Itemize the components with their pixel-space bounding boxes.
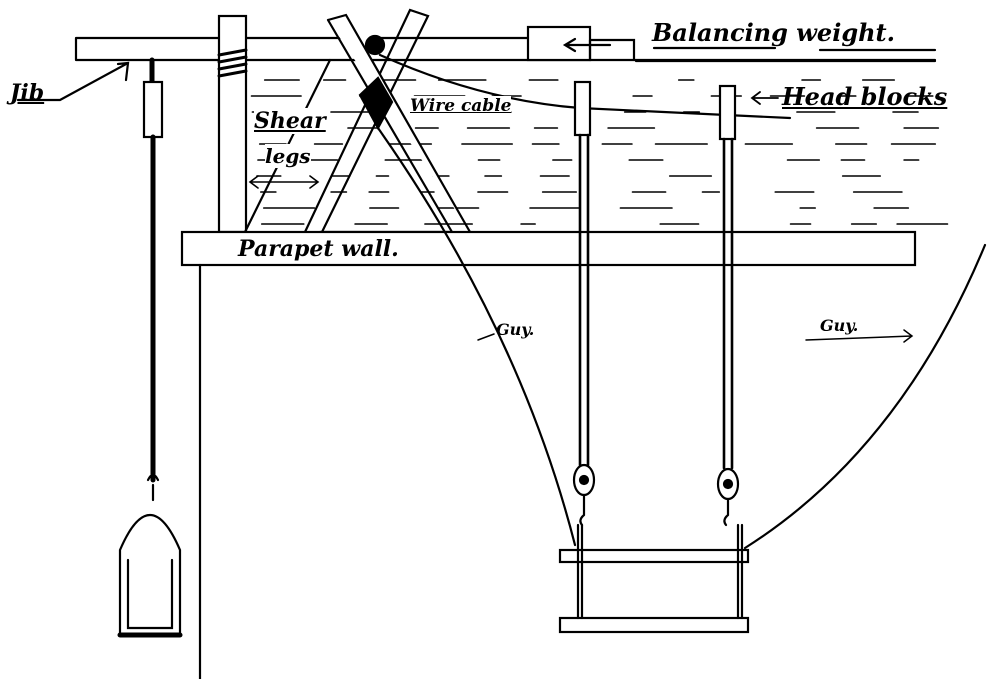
- jib-pointer: [16, 61, 130, 102]
- jib-beam: [74, 36, 937, 62]
- head-blocks-arrow: [750, 91, 779, 105]
- shear-legs: [243, 8, 472, 234]
- label-parapet-wall: Parapet wall.: [238, 236, 399, 262]
- cradle: [558, 523, 750, 634]
- label-jib: Jib: [10, 80, 45, 106]
- head-block-left: [572, 80, 596, 527]
- label-guy-left: Guy.: [496, 320, 535, 339]
- label-head-blocks: Head blocks: [782, 82, 948, 111]
- balancing-weight: [526, 25, 937, 63]
- label-wire-cable: Wire cable: [410, 96, 512, 116]
- guy-left: [376, 126, 577, 547]
- label-legs: legs: [265, 144, 311, 168]
- label-balancing-weight: Balancing weight.: [652, 18, 895, 47]
- head-block-right: [716, 84, 740, 527]
- guy-right: [743, 243, 987, 550]
- hanging-tackle: [117, 57, 183, 638]
- parapet-wall: [180, 230, 917, 679]
- label-guy-right: Guy.: [820, 316, 859, 335]
- post: [217, 14, 248, 234]
- arrow-icon: [562, 37, 612, 53]
- label-shear: Shear: [254, 108, 326, 134]
